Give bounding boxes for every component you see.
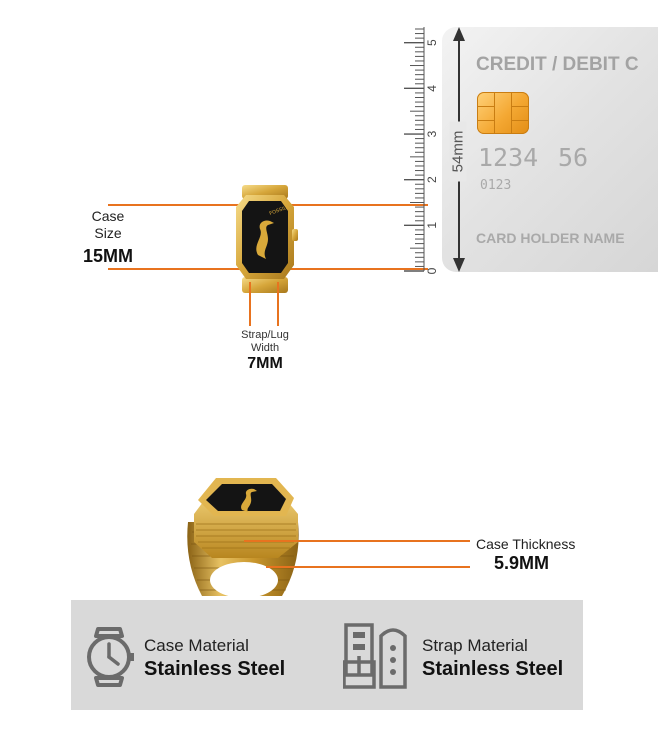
watch-logo-text: FOSSIL: [269, 205, 288, 217]
ruler-label: 1: [425, 222, 439, 229]
strap-material-value: Stainless Steel: [422, 658, 564, 680]
strap-width-value: 7MM: [247, 355, 283, 372]
ruler-label: 0: [425, 267, 439, 274]
strap-width-label-line1: Strap/Lug: [241, 329, 289, 341]
ruler-label: 3: [425, 130, 439, 137]
thickness-label: Case Thickness: [476, 536, 576, 552]
strap-icon: [343, 623, 407, 689]
thickness-bottom-line: [266, 566, 470, 568]
ruler-label: 5: [425, 39, 439, 46]
ruler-label: 2: [425, 176, 439, 183]
card-number-a: 1234: [478, 143, 539, 172]
watch-front-image: FOSSIL: [236, 185, 298, 293]
card-small-number: 0123: [480, 178, 512, 193]
watch-ring-side-image: [187, 478, 299, 598]
case-size-label-line2: Size: [94, 225, 122, 241]
case-material-value: Stainless Steel: [144, 658, 286, 680]
materials-panel: Case Material Stainless Steel Strap Mate…: [71, 600, 583, 710]
strap-material-title: Strap Material: [422, 636, 528, 655]
ruler-label: 4: [425, 85, 439, 92]
case-size-label-line1: Case: [91, 208, 125, 224]
strap-width-label: Strap/Lug Width: [228, 329, 302, 355]
card-height-arrow: [453, 27, 465, 272]
thickness-value: 5.9MM: [494, 553, 550, 573]
card-holder-name: CARD HOLDER NAME: [476, 230, 625, 246]
card-height-label-wrap: 54mm: [440, 121, 476, 185]
case-size-label: Case Size: [78, 208, 138, 242]
strap-width-label-line2: Width: [250, 342, 280, 354]
strap-width-left-line: [249, 282, 251, 326]
strap-width-right-line: [277, 282, 279, 326]
ruler: 5 4 3 2 1 0: [404, 27, 439, 274]
case-material-title: Case Material: [144, 636, 249, 655]
case-size-value: 15MM: [82, 246, 133, 266]
thickness-top-line: [244, 540, 470, 542]
card-header: CREDIT / DEBIT C: [476, 54, 639, 75]
card-number-b: 56: [558, 143, 589, 172]
card-height-label: 54mm: [449, 121, 467, 182]
credit-card: [442, 27, 658, 272]
card-chip: [477, 92, 529, 134]
watch-icon: [87, 627, 134, 687]
